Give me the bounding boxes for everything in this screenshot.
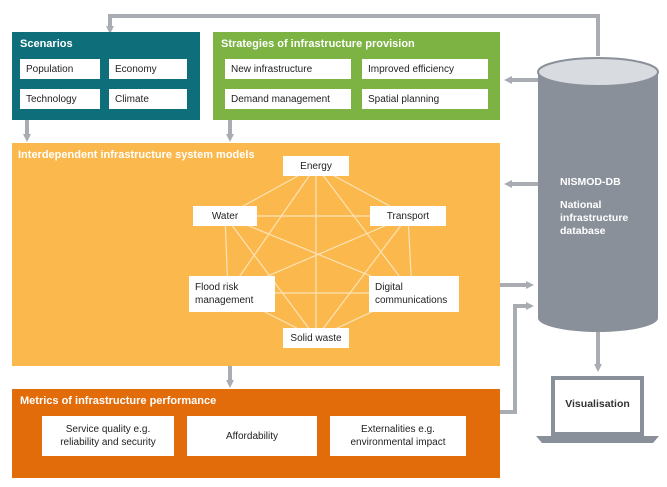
arrow-metrics-to-db xyxy=(500,302,534,414)
metric-externalities-line2: environmental impact xyxy=(350,437,446,448)
strategies-panel: Strategies of infrastructure provision N… xyxy=(213,32,500,120)
visualisation-label: Visualisation xyxy=(565,398,630,410)
metrics-panel: Metrics of infrastructure performance Se… xyxy=(12,389,500,478)
strategy-spatial-planning: Spatial planning xyxy=(362,89,488,109)
node-flood-line1: Flood risk xyxy=(195,282,239,293)
scenario-climate: Climate xyxy=(109,89,187,109)
scenarios-title: Scenarios xyxy=(20,38,73,50)
node-flood-line2: management xyxy=(195,295,254,306)
metrics-title: Metrics of infrastructure performance xyxy=(20,395,217,407)
node-water: Water xyxy=(193,206,257,226)
node-digital-line1: Digital xyxy=(375,282,403,293)
node-solid-waste: Solid waste xyxy=(283,328,349,348)
database-name: NISMOD-DB xyxy=(560,176,621,188)
node-digital-communications: Digital communications xyxy=(369,276,459,312)
metric-service-quality-line1: Service quality e.g. xyxy=(65,424,151,435)
node-digital-line2: communications xyxy=(375,295,448,306)
strategy-new-infrastructure: New infrastructure xyxy=(225,59,351,79)
strategies-title: Strategies of infrastructure provision xyxy=(221,38,415,50)
metric-service-quality: Service quality e.g. reliability and sec… xyxy=(42,416,174,456)
metric-externalities-line1: Externalities e.g. xyxy=(361,424,435,435)
scenarios-panel: Scenarios Population Economy Technology … xyxy=(12,32,200,120)
metric-service-quality-line2: reliability and security xyxy=(60,437,156,448)
database-line2: infrastructure xyxy=(560,212,629,224)
strategy-improved-efficiency: Improved efficiency xyxy=(362,59,488,79)
scenario-population: Population xyxy=(20,59,100,79)
node-flood-risk-management: Flood risk management xyxy=(189,276,275,312)
node-energy: Energy xyxy=(283,156,349,176)
node-transport: Transport xyxy=(370,206,446,226)
metric-affordability: Affordability xyxy=(187,416,317,456)
scenario-economy: Economy xyxy=(109,59,187,79)
scenario-technology: Technology xyxy=(20,89,100,109)
database-line1: National xyxy=(560,199,602,211)
models-panel: Interdependent infrastructure system mod… xyxy=(12,143,500,366)
database-line3: database xyxy=(560,225,606,237)
strategy-demand-management: Demand management xyxy=(225,89,351,109)
arrow-db-to-scenarios xyxy=(106,14,600,56)
metric-externalities: Externalities e.g. environmental impact xyxy=(330,416,466,456)
models-title: Interdependent infrastructure system mod… xyxy=(18,149,255,161)
